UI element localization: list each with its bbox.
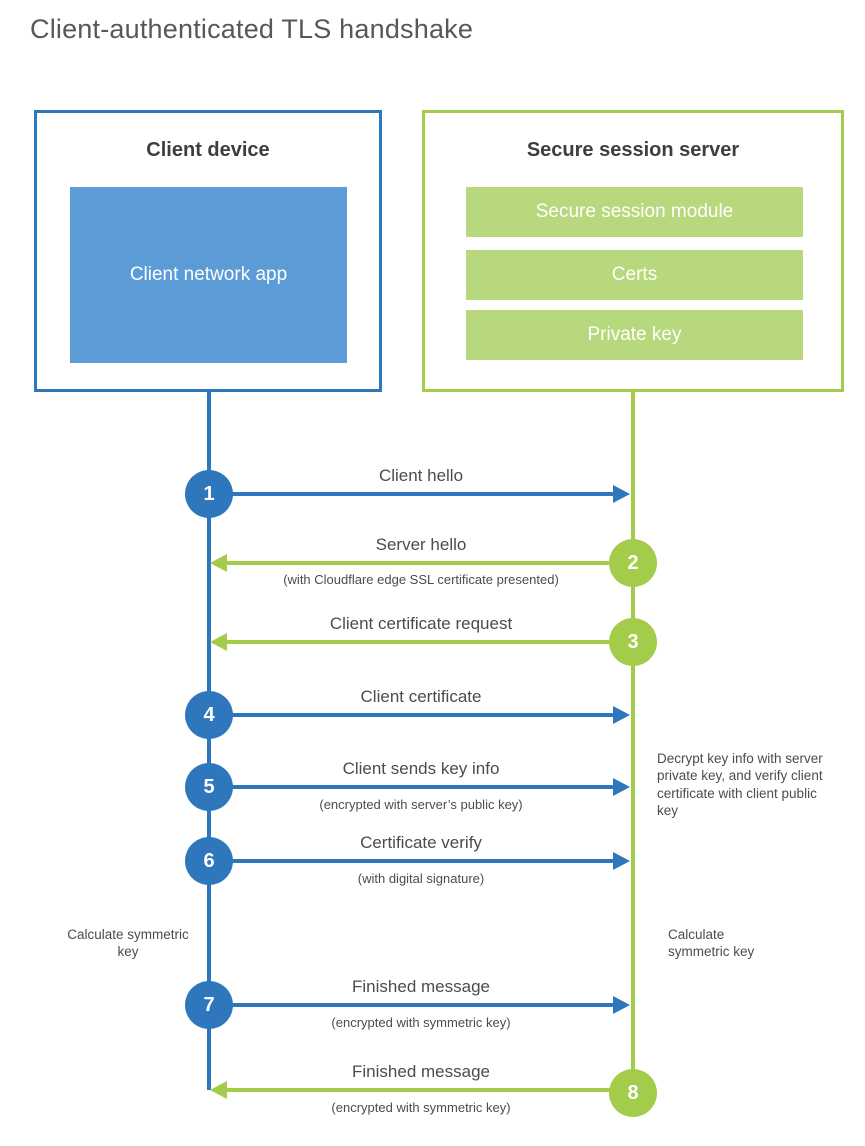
step-circle: 2 xyxy=(609,539,657,587)
step-circle: 6 xyxy=(185,837,233,885)
message-arrow xyxy=(209,785,615,789)
message-label: Client hello xyxy=(378,466,464,485)
client-device-box: Client device Client network app xyxy=(34,110,382,392)
step-circle: 8 xyxy=(609,1069,657,1117)
step-circle: 1 xyxy=(185,470,233,518)
calculate-symmetric-key-note-left: Calculate symmetric key xyxy=(67,927,189,960)
message-arrow xyxy=(209,492,615,496)
message-label: Client certificate xyxy=(360,687,482,706)
client-lifeline xyxy=(207,392,211,1090)
message-arrow xyxy=(209,1003,615,1007)
message-arrow xyxy=(209,859,615,863)
message-subtext: (with digital signature) xyxy=(357,871,485,886)
message-arrow xyxy=(227,640,633,644)
server-box: Secure session server Secure session mod… xyxy=(422,110,844,392)
arrow-head-left-icon xyxy=(210,633,227,651)
message-subtext: (encrypted with symmetric key) xyxy=(331,1015,511,1030)
arrow-head-left-icon xyxy=(210,1081,227,1099)
step-circle: 5 xyxy=(185,763,233,811)
module-bar-private-key: Private key xyxy=(466,310,803,360)
step-circle: 7 xyxy=(185,981,233,1029)
arrow-head-right-icon xyxy=(613,852,630,870)
message-subtext: (encrypted with symmetric key) xyxy=(331,1100,511,1115)
message-label: Server hello xyxy=(375,535,467,554)
server-title: Secure session server xyxy=(526,139,740,161)
arrow-head-right-icon xyxy=(613,778,630,796)
message-label: Client certificate request xyxy=(329,614,513,633)
arrow-head-left-icon xyxy=(210,554,227,572)
step-circle: 4 xyxy=(185,691,233,739)
module-bar-certs: Certs xyxy=(466,250,803,300)
message-arrow xyxy=(227,561,633,565)
message-arrow xyxy=(209,713,615,717)
arrow-head-right-icon xyxy=(613,485,630,503)
message-arrow xyxy=(227,1088,633,1092)
arrow-head-right-icon xyxy=(613,706,630,724)
client-network-app-label: Client network app xyxy=(129,264,288,286)
client-network-app-box: Client network app xyxy=(70,187,347,363)
message-label: Certificate verify xyxy=(360,833,482,852)
message-label: Finished message xyxy=(352,977,490,996)
client-device-title: Client device xyxy=(146,139,270,161)
module-bar-secure-session-module: Secure session module xyxy=(466,187,803,237)
server-lifeline xyxy=(631,392,635,1093)
decrypt-key-info-note: Decrypt key info with server private key… xyxy=(657,751,823,818)
page-title: Client-authenticated TLS handshake xyxy=(30,14,474,44)
message-subtext: (with Cloudflare edge SSL certificate pr… xyxy=(283,572,559,587)
message-subtext: (encrypted with server’s public key) xyxy=(319,797,523,812)
arrow-head-right-icon xyxy=(613,996,630,1014)
calculate-symmetric-key-note-right: Calculate symmetric key xyxy=(668,927,755,960)
step-circle: 3 xyxy=(609,618,657,666)
message-label: Finished message xyxy=(352,1062,490,1081)
message-label: Client sends key info xyxy=(342,759,500,778)
